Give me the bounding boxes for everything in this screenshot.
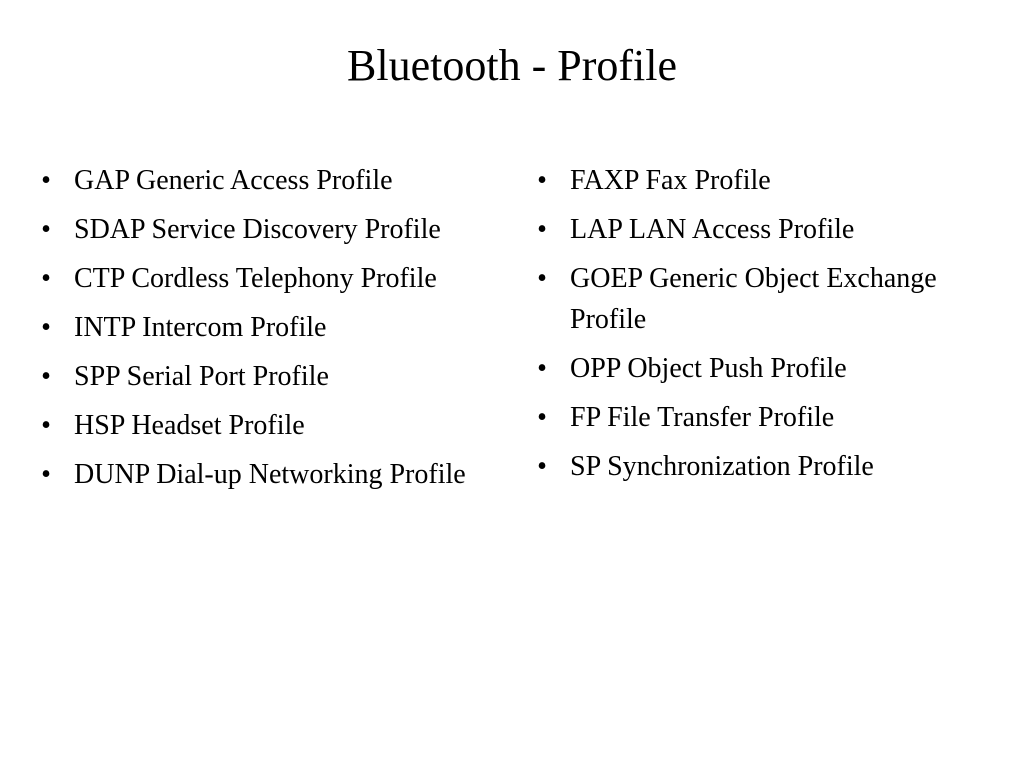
list-item: • CTP Cordless Telephony Profile [36, 258, 476, 299]
list-item: • FAXP Fax Profile [532, 160, 992, 201]
bullet-icon: • [537, 214, 547, 245]
bullet-icon: • [41, 165, 51, 196]
bullet-icon: • [41, 459, 51, 490]
list-item: • LAP LAN Access Profile [532, 209, 992, 250]
list-item: • DUNP Dial-up Networking Profile [36, 454, 476, 495]
bullet-icon: • [41, 312, 51, 343]
bullet-icon: • [537, 165, 547, 196]
list-item-label: SDAP Service Discovery Profile [74, 214, 441, 245]
bullet-icon: • [41, 410, 51, 441]
list-item: • INTP Intercom Profile [36, 307, 476, 348]
list-item-label: GAP Generic Access Profile [74, 165, 393, 196]
list-item: • GOEP Generic Object Exchange Profile [532, 258, 992, 340]
right-bullet-list: • FAXP Fax Profile • LAP LAN Access Prof… [532, 160, 992, 495]
bullet-icon: • [41, 361, 51, 392]
list-item-label: LAP LAN Access Profile [570, 214, 855, 245]
list-item: • OPP Object Push Profile [532, 348, 992, 389]
bullet-icon: • [537, 353, 547, 384]
list-item-label: SP Synchronization Profile [570, 451, 874, 482]
bullet-icon: • [537, 402, 547, 433]
list-item-label: DUNP Dial-up Networking Profile [74, 459, 466, 490]
list-item: • FP File Transfer Profile [532, 397, 992, 438]
bullet-icon: • [537, 451, 547, 482]
bullet-icon: • [41, 263, 51, 294]
bullet-icon: • [537, 263, 547, 294]
bullet-icon: • [41, 214, 51, 245]
list-item: • HSP Headset Profile [36, 405, 476, 446]
list-item: • SP Synchronization Profile [532, 446, 992, 487]
list-item-label: GOEP Generic Object Exchange Profile [570, 263, 937, 335]
list-item: • SPP Serial Port Profile [36, 356, 476, 397]
list-item-label: FP File Transfer Profile [570, 402, 835, 433]
list-item: • GAP Generic Access Profile [36, 160, 476, 201]
list-item-label: INTP Intercom Profile [74, 312, 327, 343]
list-item-label: OPP Object Push Profile [570, 353, 847, 384]
slide-title: Bluetooth - Profile [347, 41, 677, 90]
list-item-label: CTP Cordless Telephony Profile [74, 263, 437, 294]
left-bullet-list: • GAP Generic Access Profile • SDAP Serv… [36, 160, 476, 503]
list-item: • SDAP Service Discovery Profile [36, 209, 476, 250]
list-item-label: SPP Serial Port Profile [74, 361, 329, 392]
list-item-label: HSP Headset Profile [74, 410, 305, 441]
list-item-label: FAXP Fax Profile [570, 165, 771, 196]
